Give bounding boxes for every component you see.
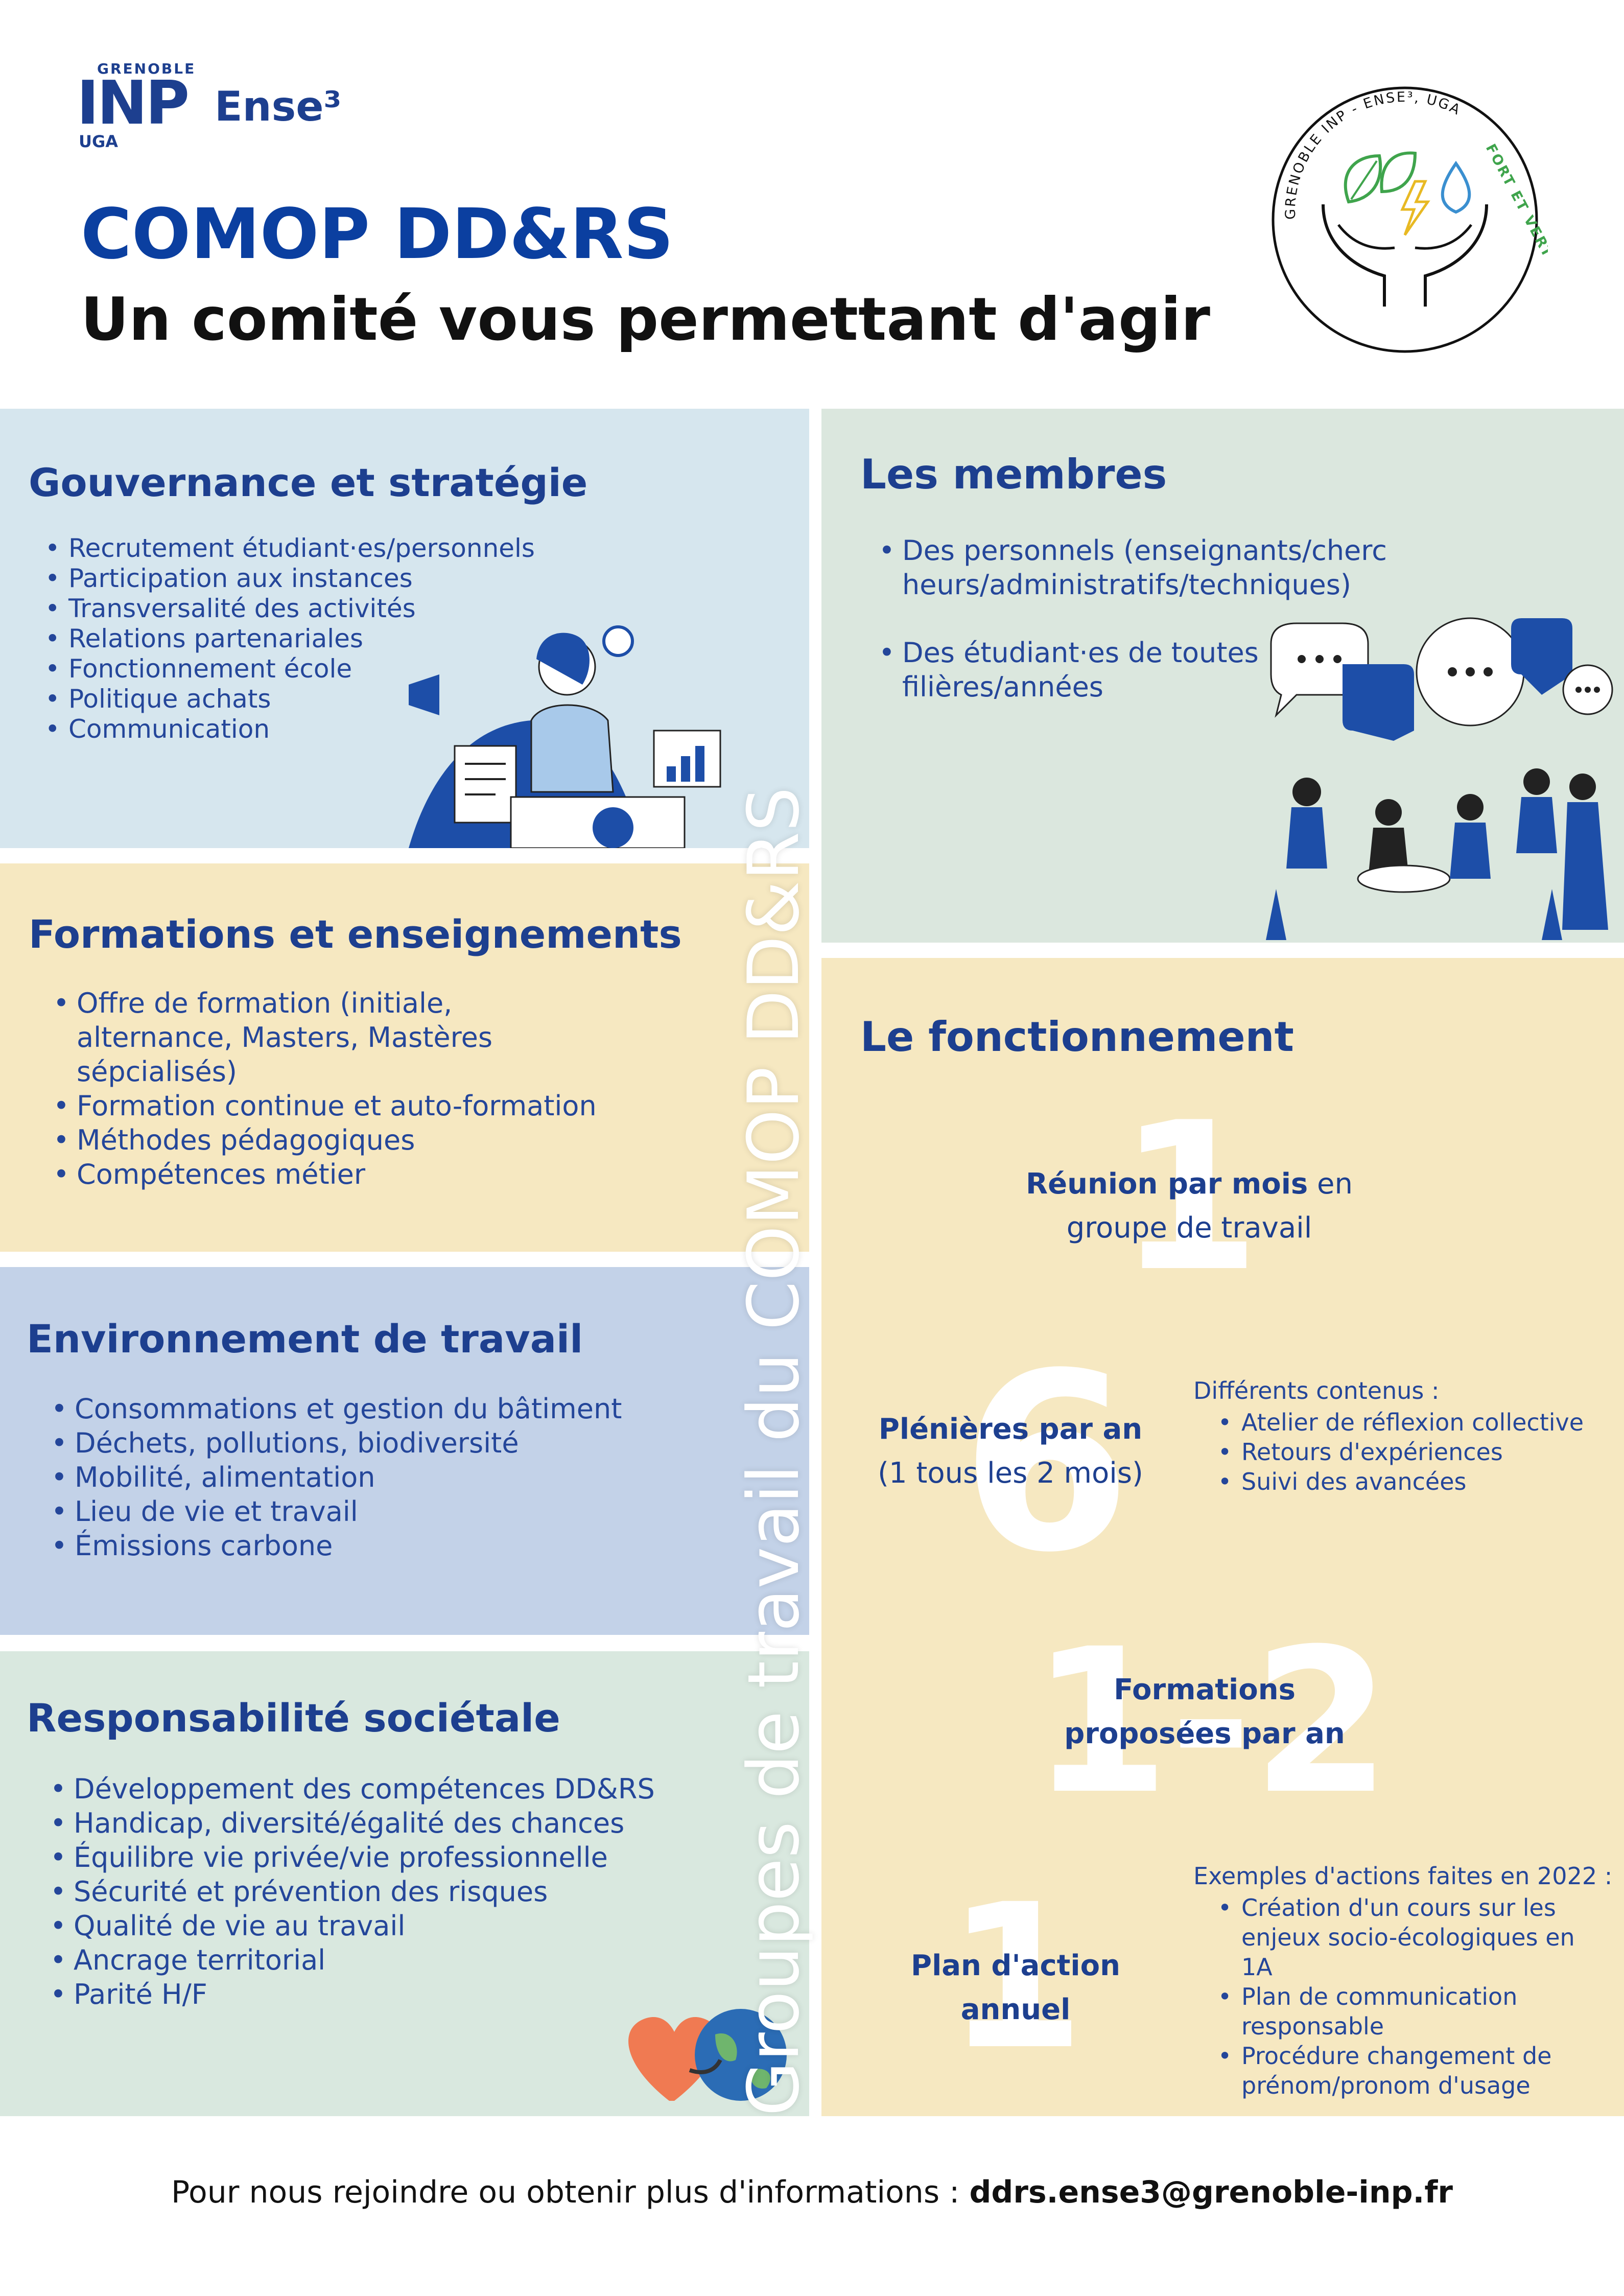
list-item: Équilibre vie privée/vie professionnelle — [50, 1840, 655, 1875]
logo-top-text: GRENOBLE — [97, 60, 196, 77]
list-item: Atelier de réflexion collective — [1218, 1408, 1584, 1437]
seal-text: GRENOBLE INP - ENSE³, UGA — [1283, 89, 1463, 220]
list-item: Lieu de vie et travail — [51, 1494, 622, 1529]
fonc-line1-4: Plan d'action — [911, 1949, 1120, 1982]
big-number-1-2: 1-2 — [1031, 1606, 1391, 1838]
panel-title: Gouvernance et stratégie — [29, 460, 588, 505]
seal-graphic: GRENOBLE INP - ENSE³, UGA FORT ET VERT — [1272, 86, 1556, 353]
logo-main-text: INP — [77, 67, 190, 138]
seal: GRENOBLE INP - ENSE³, UGA FORT ET VERT — [1262, 72, 1556, 358]
logo-sub-text: UGA — [79, 132, 119, 151]
side-title-4: Exemples d'actions faites en 2022 : — [1193, 1862, 1613, 1890]
list-item: Retours d'expériences — [1218, 1437, 1584, 1467]
fonc-line2-3: proposées par an — [1064, 1717, 1345, 1750]
logo: GRENOBLE INP UGA Ense³ — [77, 56, 342, 153]
list-item: Ancrage territorial — [50, 1943, 655, 1977]
list-item: Qualité de vie au travail — [50, 1909, 655, 1943]
big-number-1: 1 — [1118, 1079, 1261, 1317]
logo-school-text: Ense³ — [215, 83, 342, 130]
panel-title: Les membres — [860, 451, 1167, 498]
fonc-bold-1: Réunion par mois — [1026, 1167, 1308, 1201]
list-item: Offre de formation (initiale, alternance… — [53, 986, 615, 1089]
panel-title: Responsabilité sociétale — [27, 1695, 560, 1741]
panel-environnement: Environnement de travail Consommations e… — [0, 1267, 809, 1635]
panel-title: Formations et enseignements — [29, 911, 682, 957]
list-item: Recrutement étudiant·es/personnels — [45, 533, 535, 564]
speaker-illustration — [409, 625, 721, 848]
list-item: Handicap, diversité/égalité des chances — [50, 1806, 655, 1840]
list-item: Politique achats — [45, 684, 535, 714]
list-item: Émissions carbone — [51, 1529, 622, 1563]
list-item: Déchets, pollutions, biodiversité — [51, 1426, 622, 1460]
fonc-line2-2: (1 tous les 2 mois) — [878, 1457, 1143, 1490]
list-item: Formation continue et auto-formation — [53, 1089, 615, 1123]
page-subtitle: Un comité vous permettant d'agir — [81, 285, 1210, 354]
list-item: Compétences métier — [53, 1157, 615, 1191]
big-number-1-plan: 1 — [946, 1861, 1085, 2093]
list-item: Des personnels (enseignants/chercheurs/a… — [879, 533, 1390, 602]
item-list: Offre de formation (initiale, alternance… — [53, 986, 615, 1191]
fonc-rest-1: en — [1308, 1167, 1353, 1201]
panel-fonctionnement: Le fonctionnement 1 Réunion par mois en … — [821, 958, 1624, 2116]
fonc-bold-2: Plénières par an — [878, 1413, 1143, 1446]
side-title-2: Différents contenus : — [1193, 1377, 1440, 1404]
fonc-line1-3: Formations — [1114, 1673, 1296, 1706]
list-item: Consommations et gestion du bâtiment — [51, 1392, 622, 1426]
list-item: Transversalité des activités — [45, 594, 535, 624]
list-item: Mobilité, alimentation — [51, 1460, 622, 1494]
item-list: Développement des compétences DD&RS Hand… — [50, 1772, 655, 2011]
list-item: Des étudiant·es de toutes filières/année… — [879, 636, 1390, 704]
list-item: Procédure changement de prénom/pronom d'… — [1218, 2041, 1606, 2100]
list-item: Communication — [45, 714, 535, 744]
list-item: Parité H/F — [50, 1977, 655, 2011]
list-item: Création d'un cours sur les enjeux socio… — [1218, 1893, 1606, 1982]
list-item: Méthodes pédagogiques — [53, 1123, 615, 1157]
panel-membres: Les membres Des personnels (enseignants/… — [821, 409, 1624, 943]
side-list-2: Atelier de réflexion collective Retours … — [1218, 1408, 1584, 1496]
footer: Pour nous rejoindre ou obtenir plus d'in… — [0, 2174, 1624, 2210]
people-chat-illustration — [1266, 617, 1613, 940]
panel-title: Environnement de travail — [27, 1316, 583, 1362]
heart-earth-illustration — [628, 2009, 787, 2101]
svg-text:GRENOBLE INP - ENSE³, UGA: GRENOBLE INP - ENSE³, UGA — [1283, 89, 1464, 220]
list-item: Sécurité et prévention des risques — [50, 1875, 655, 1909]
vertical-label: Groupes de travail du COMOP DD&RS — [733, 787, 815, 2116]
fonc-text-3: Formations proposées par an — [1026, 1668, 1383, 1756]
list-item: Participation aux instances — [45, 564, 535, 594]
side-list-4: Création d'un cours sur les enjeux socio… — [1218, 1893, 1606, 2100]
fonc-line2-1: groupe de travail — [1066, 1211, 1312, 1245]
fonc-text-1: Réunion par mois en groupe de travail — [1005, 1162, 1373, 1250]
fonc-text-4: Plan d'action annuel — [908, 1944, 1123, 2032]
page-title: COMOP DD&RS — [81, 194, 674, 275]
panel-title: Le fonctionnement — [860, 1013, 1294, 1061]
panel-responsabilite: Responsabilité sociétale Développement d… — [0, 1651, 809, 2116]
fonc-text-2: Plénières par an (1 tous les 2 mois) — [867, 1408, 1154, 1495]
big-number-6: 6 — [961, 1321, 1132, 1606]
footer-text: Pour nous rejoindre ou obtenir plus d'in… — [171, 2174, 970, 2210]
list-item: Fonctionnement école — [45, 654, 535, 684]
item-list: Consommations et gestion du bâtiment Déc… — [51, 1392, 622, 1563]
panel-formations: Formations et enseignements Offre de for… — [0, 863, 809, 1252]
list-item: Relations partenariales — [45, 624, 535, 654]
list-item: Développement des compétences DD&RS — [50, 1772, 655, 1806]
footer-email[interactable]: ddrs.ense3@grenoble-inp.fr — [969, 2174, 1453, 2210]
list-item: Suivi des avancées — [1218, 1467, 1584, 1496]
list-item: Plan de communication responsable — [1218, 1982, 1606, 2041]
panel-gouvernance: Gouvernance et stratégie Recrutement étu… — [0, 409, 809, 848]
fonc-line2-4: annuel — [960, 1993, 1071, 2026]
seal-slogan: FORT ET VERT — [1482, 142, 1548, 261]
item-list: Recrutement étudiant·es/personnels Parti… — [45, 533, 535, 744]
item-list: Des personnels (enseignants/chercheurs/a… — [879, 533, 1390, 704]
